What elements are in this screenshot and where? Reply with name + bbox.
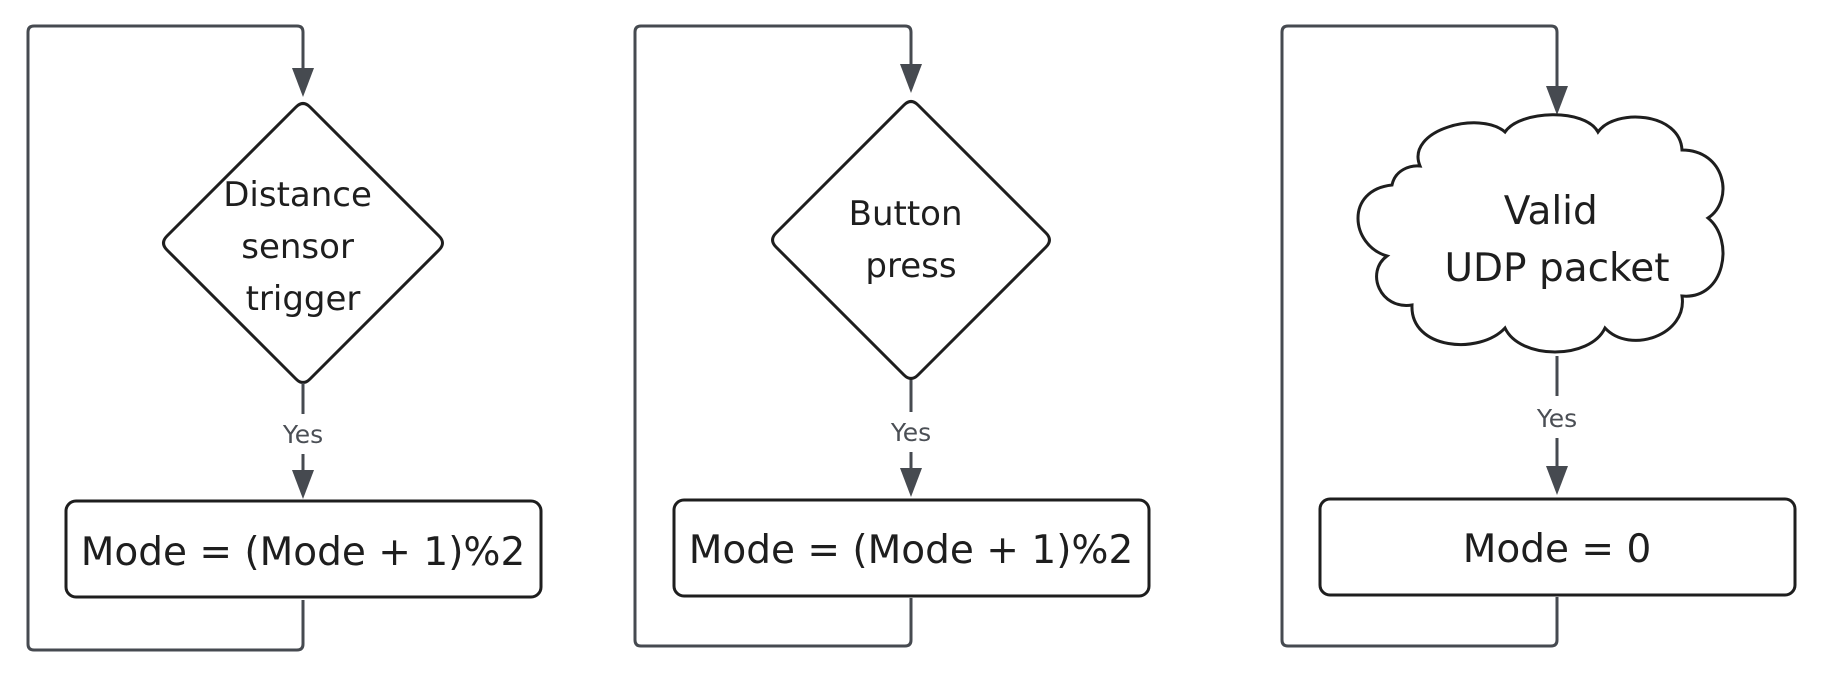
arrowhead [292,68,314,97]
edge-label-yes: Yes [282,420,323,449]
condition-text: Distance sensor trigger [223,175,382,319]
action-text: Mode = 0 [1463,527,1652,572]
decision-diamond [771,100,1051,380]
flowchart-button-press: Button press Yes Mode = (Mode + 1)%2 [633,24,1151,648]
action-box [64,499,543,599]
action-text: Mode = (Mode + 1)%2 [689,528,1134,573]
condition-line: trigger [246,279,361,319]
condition-line: UDP packet [1444,246,1669,291]
arrowhead [292,470,314,499]
condition-line: Valid [1504,189,1598,234]
condition-line: Button [849,194,963,234]
action-box [1318,497,1797,597]
loop-connector [1280,24,1559,648]
condition-text: Button press [849,194,974,286]
flowchart-distance-sensor: Distance sensor trigger Yes Mode = (Mode… [26,24,543,652]
edge-label-yes: Yes [1536,404,1577,433]
arrowhead [1546,466,1568,495]
arrowhead [1546,86,1568,115]
condition-text: Valid UDP packet [1444,189,1669,291]
condition-line: sensor [241,227,354,267]
cloud-shape [1356,113,1725,354]
loop-connector [26,24,305,652]
action-text: Mode = (Mode + 1)%2 [81,530,526,575]
edge-label-yes: Yes [890,418,931,447]
decision-diamond [162,102,444,384]
loop-connector [633,24,913,648]
condition-line: Distance [223,175,372,215]
arrowhead [900,468,922,497]
action-box [672,498,1151,598]
arrowhead [900,64,922,93]
condition-line: press [865,246,956,286]
flowchart-udp-packet: Valid UDP packet Yes Mode = 0 [1280,24,1797,648]
